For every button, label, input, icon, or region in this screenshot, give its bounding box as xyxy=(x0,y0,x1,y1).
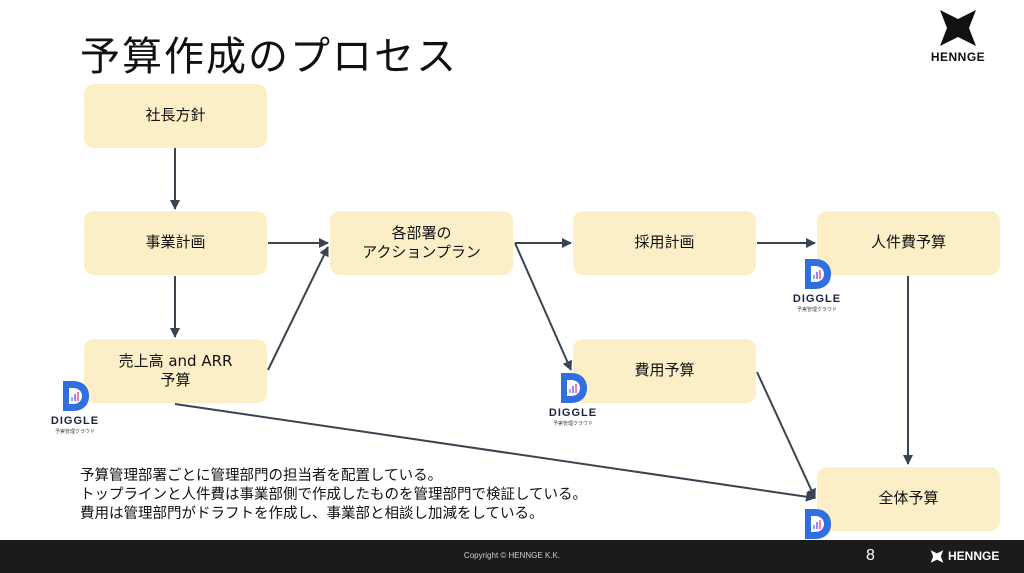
diggle-name: DIGGLE xyxy=(50,415,100,427)
footer-logo-text: HENNGE xyxy=(948,549,1000,563)
box-total-budget: 全体予算 xyxy=(817,467,1000,531)
box-president-policy: 社長方針 xyxy=(84,84,267,148)
diggle-d-icon xyxy=(805,509,831,539)
diggle-logo-sales: DIGGLE 予実管理クラウド xyxy=(50,379,100,435)
arrow-action-to-expense xyxy=(514,242,572,371)
henngé-mark-icon xyxy=(930,549,944,563)
box-expense-budget: 費用予算 xyxy=(573,339,756,403)
diggle-tagline: 予実管理クラウド xyxy=(796,307,837,313)
note-line: トップラインと人件費は事業部側で作成したものを管理部門で検証している。 xyxy=(80,487,588,503)
box-hiring-plan: 採用計画 xyxy=(573,211,756,275)
box-personnel-budget: 人件費予算 xyxy=(817,211,1000,275)
diggle-d-icon xyxy=(561,373,587,403)
henngé-logo: HENNGE xyxy=(922,10,994,64)
diggle-name: DIGGLE xyxy=(548,407,598,419)
henngé-logo-text: HENNGE xyxy=(930,50,986,64)
arrow-sales-to-total xyxy=(174,403,816,502)
copyright-text: Copyright © HENNGE K.K. xyxy=(463,551,561,560)
note-line: 費用は管理部門がドラフトを作成し、事業部と相談し加減をしている。 xyxy=(80,506,544,522)
footer-logo: HENNGE xyxy=(930,549,999,563)
slide-title: 予算作成のプロセス xyxy=(80,34,458,80)
diggle-tagline: 予実管理クラウド xyxy=(54,429,95,435)
footer-bar: Copyright © HENNGE K.K. 8 HENNGE xyxy=(0,540,1024,573)
diggle-name: DIGGLE xyxy=(792,293,842,305)
box-sales-arr-budget: 売上高 and ARR 予算 xyxy=(84,339,267,403)
henngé-logo-icon xyxy=(940,10,976,46)
diggle-d-icon xyxy=(805,259,831,289)
notes: 予算管理部署ごとに管理部門の担当者を配置している。 トップラインと人件費は事業部… xyxy=(80,467,587,524)
diggle-d-icon xyxy=(63,381,89,411)
arrow-sales-to-action xyxy=(267,246,329,371)
diggle-logo-expense: DIGGLE 予実管理クラウド xyxy=(548,371,598,427)
box-business-plan: 事業計画 xyxy=(84,211,267,275)
note-line: 予算管理部署ごとに管理部門の担当者を配置している。 xyxy=(80,468,443,484)
box-action-plan: 各部署の アクションプラン xyxy=(330,211,513,275)
diggle-logo-personnel: DIGGLE 予実管理クラウド xyxy=(792,257,842,313)
arrow-expense-to-total xyxy=(756,371,816,499)
page-number: 8 xyxy=(866,547,875,564)
diggle-tagline: 予実管理クラウド xyxy=(552,421,593,427)
